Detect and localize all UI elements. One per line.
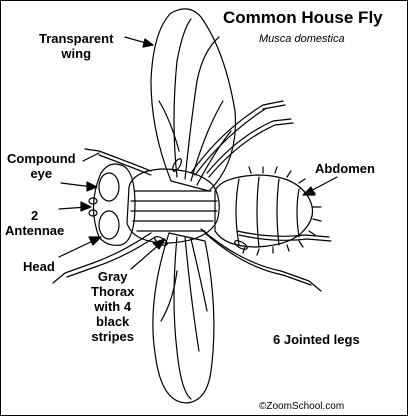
label-thorax-line5: stripes [91,329,134,344]
label-wing: Transparent wing [39,31,113,61]
head [88,163,136,246]
label-wing-line1: Transparent [39,31,114,46]
label-thorax-line4: black [96,314,130,329]
label-head: Head [23,259,55,274]
label-antennae-line2: Antennae [5,223,65,238]
abdomen [214,166,322,256]
compound-eye-lower [98,210,120,240]
lower-wing [152,232,215,404]
label-thorax-line3: with 4 [94,299,132,314]
label-thorax-line1: Gray [97,269,128,284]
credit-text: ©ZoomSchool.com [259,401,345,412]
label-legs: 6 Jointed legs [273,332,360,347]
upper-wing [150,8,237,192]
label-eye-line2: eye [30,166,53,181]
scientific-name: Musca domestica [259,33,345,45]
label-abdomen: Abdomen [315,161,375,176]
label-wing-line2: wing [61,46,92,61]
label-eye-line1: Compound [7,151,76,166]
label-thorax-line2: Thorax [91,284,135,299]
label-compound-eye: Compound eye [7,151,76,181]
compound-eye-upper [98,172,120,202]
legs [52,100,332,292]
pointer-lines [58,36,338,270]
label-antennae: 2 Antennae [5,208,64,238]
label-antennae-line1: 2 [31,208,39,223]
label-thorax: Gray Thorax with 4 black stripes [91,269,134,344]
page-title: Common House Fly [223,8,383,27]
